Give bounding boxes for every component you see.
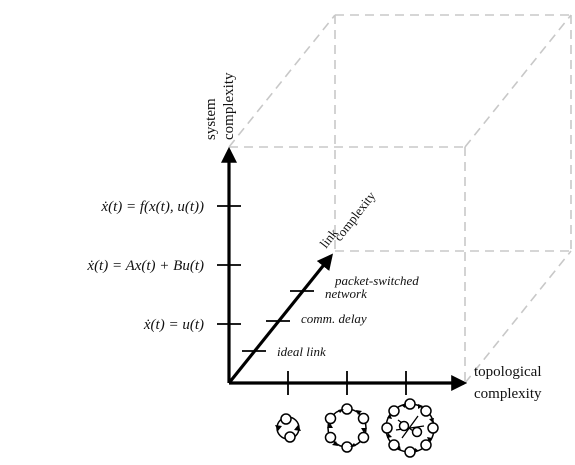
- graph-node: [324, 431, 337, 444]
- label-packet-switched: packet-switched: [334, 273, 419, 288]
- equation-linear-system: ẋ(t) = Ax(t) + Bu(t): [86, 258, 204, 274]
- edge-arrow: [401, 403, 406, 408]
- cube-edge: [464, 250, 572, 384]
- equation-nonlinear-system: ẋ(t) = f(x(t), u(t)): [100, 199, 204, 215]
- edge-arrow: [396, 446, 401, 451]
- edge-arrow: [418, 404, 423, 409]
- link-complexity-axis: [227, 253, 334, 385]
- edge-arrow: [294, 425, 301, 431]
- graph-node: [404, 398, 416, 410]
- edge-arrow: [327, 423, 333, 428]
- graph-node: [427, 422, 439, 434]
- topology-axis-ticks: [287, 371, 407, 395]
- graph-node: [381, 422, 393, 434]
- label-ideal-link: ideal link: [277, 344, 326, 359]
- edge-arrow: [387, 433, 392, 438]
- equation-single-integrator: ẋ(t) = u(t): [143, 317, 204, 333]
- system-level-labels: ẋ(t) = u(t) ẋ(t) = Ax(t) + Bu(t) ẋ(t) = …: [86, 199, 204, 333]
- axis-label-line1: topological: [474, 364, 542, 380]
- link-complexity-label: link complexity: [317, 188, 379, 251]
- graph-node: [324, 412, 337, 425]
- edge-arrow: [338, 409, 344, 413]
- axis-label-line1: system: [203, 98, 219, 140]
- ring-graph-icon: [324, 403, 370, 453]
- edge-arrow: [361, 428, 367, 433]
- edge-arrow: [350, 443, 356, 447]
- graph-node: [341, 441, 353, 453]
- graph-edge: [401, 415, 419, 439]
- graph-node: [398, 420, 410, 432]
- bounding-cube-dashed: [228, 14, 572, 384]
- graph-node: [388, 405, 400, 417]
- edge-arrow: [427, 437, 432, 442]
- edge-arrow: [275, 425, 282, 431]
- graph-node: [420, 405, 432, 417]
- edge-arrow: [387, 414, 392, 419]
- edge-arrow: [429, 418, 434, 423]
- system-axis-ticks: [217, 205, 241, 325]
- graph-node: [341, 403, 353, 415]
- two-node-graph-icon: [275, 413, 301, 443]
- axis-label-line2: complexity: [331, 188, 379, 244]
- axis-label-line2: complexity: [221, 72, 237, 140]
- topological-complexity-label: topological complexity: [474, 364, 542, 402]
- system-complexity-label: system complexity: [203, 72, 237, 140]
- label-comm-delay: comm. delay: [301, 311, 367, 326]
- edge-arrow: [332, 441, 338, 446]
- cube-edge: [464, 14, 572, 148]
- graph-node: [420, 439, 432, 451]
- graph-node: [284, 431, 296, 443]
- graph-node: [388, 439, 400, 451]
- graph-node: [404, 446, 416, 458]
- graph-node: [357, 431, 370, 444]
- graph-node: [357, 412, 370, 425]
- label-network: network: [325, 286, 367, 301]
- dense-graph-icon: [381, 398, 439, 458]
- axis-label-line2: complexity: [474, 386, 542, 402]
- link-axis-ticks: [242, 290, 314, 352]
- edge-arrow: [414, 448, 419, 453]
- graph-node: [411, 426, 423, 438]
- graph-node: [280, 413, 292, 425]
- cube-edge: [228, 14, 336, 148]
- edge-arrow: [356, 410, 362, 415]
- link-level-labels: ideal link comm. delay packet-switched n…: [277, 273, 419, 359]
